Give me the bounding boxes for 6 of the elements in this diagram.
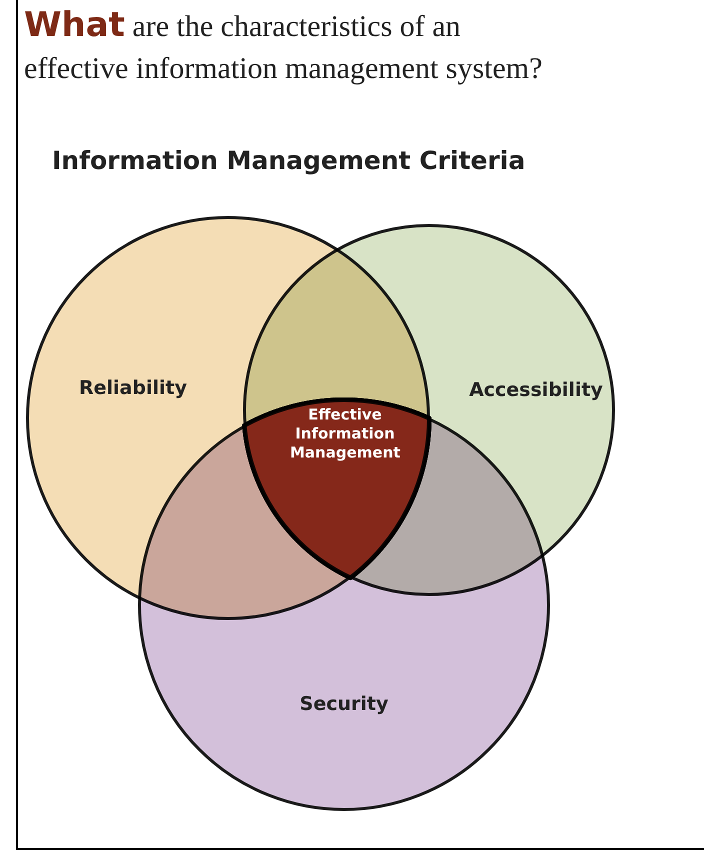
question-title: What are the characteristics of an effective information management system? [24,4,544,87]
region-label: Security [300,693,388,715]
region-label: Reliability [79,377,187,399]
region-label: Accessibility [469,379,603,401]
diagram-subtitle: Information Management Criteria [52,146,526,175]
region-label: Effective Information Management [290,406,400,462]
